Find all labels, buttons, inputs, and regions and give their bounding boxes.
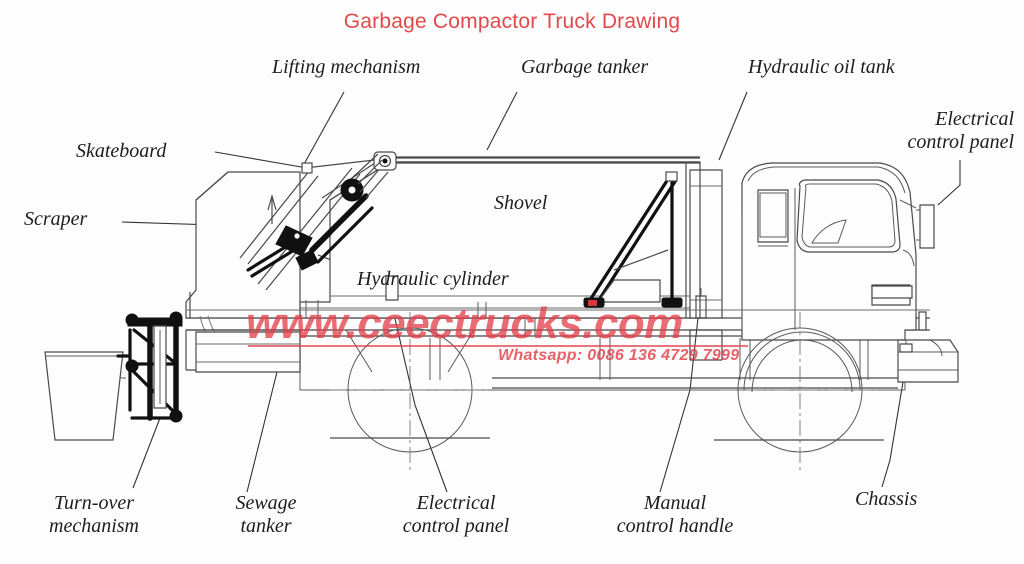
wheels: [330, 312, 884, 470]
label-hydraulic-oil-tank: Hydraulic oil tank: [748, 56, 895, 78]
hydraulic-oil-tank: [689, 169, 723, 361]
label-hydraulic-cylinder: Hydraulic cylinder: [357, 268, 509, 290]
watermark-rule: [248, 345, 748, 347]
label-skateboard: Skateboard: [76, 140, 167, 162]
label-scraper: Scraper: [24, 208, 88, 230]
page-title: Garbage Compactor Truck Drawing: [343, 10, 681, 33]
label-manual-control-handle: Manual control handle: [616, 492, 734, 538]
shovel: [583, 171, 683, 308]
sewage-tanker: [195, 331, 301, 373]
label-electrical-control-panel-bottom: Electrical control panel: [402, 492, 510, 538]
label-turn-over-mechanism: Turn-over mechanism: [49, 492, 139, 538]
hydraulic-cylinder: [295, 165, 389, 271]
label-chassis: Chassis: [855, 488, 918, 510]
misc-details: [186, 300, 930, 318]
electrical-control-panel-rear: [385, 275, 399, 301]
label-shovel: Shovel: [494, 192, 548, 214]
label-sewage-tanker: Sewage tanker: [235, 492, 297, 538]
electrical-control-panel-cab: [871, 285, 913, 299]
skateboard-scraper-linkage: [239, 157, 393, 291]
label-lifting-mechanism: Lifting mechanism: [272, 56, 421, 78]
turn-over-mechanism: [44, 311, 183, 441]
label-garbage-tanker: Garbage tanker: [521, 56, 649, 78]
lifting-mechanism-pivot: [351, 151, 700, 185]
label-electrical-control-panel-top: Electrical control panel: [907, 108, 1014, 154]
manual-control-handle: [695, 288, 707, 319]
